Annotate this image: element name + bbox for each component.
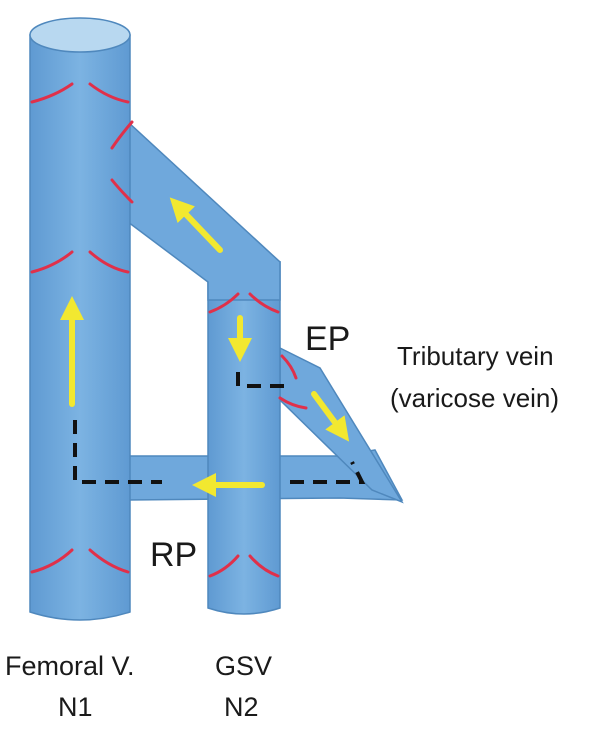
femoral-valves [30, 82, 130, 574]
tributary-valves [278, 354, 308, 410]
circuit-ep [236, 372, 288, 388]
flow-arrow-junction [169, 197, 223, 253]
valve [30, 250, 74, 274]
valve [280, 354, 298, 380]
valve [30, 548, 74, 574]
valve [88, 548, 130, 574]
saphenofemoral-junction [127, 120, 281, 301]
gsv-label: GSV [215, 651, 273, 681]
valve [88, 250, 130, 274]
valve [278, 396, 308, 410]
gsv-network-label: N2 [224, 692, 259, 722]
femoral-vein-label: Femoral V. [5, 651, 135, 681]
flow-arrow-tributary [311, 391, 350, 442]
valve [248, 554, 280, 578]
tributary-label-line2: (varicose vein) [390, 383, 560, 413]
junction-valves [110, 120, 134, 204]
circuit-femoral [73, 420, 162, 484]
valve [110, 178, 134, 204]
femoral-vein-top [29, 17, 131, 53]
flow-arrows [60, 197, 350, 497]
valve [110, 120, 134, 150]
great-saphenous-vein [207, 261, 281, 615]
gsv-valves [208, 292, 280, 578]
valve [208, 554, 240, 578]
escape-point-label: EP [305, 320, 351, 358]
circuit-path [73, 372, 366, 484]
valve [88, 82, 130, 104]
femoral-network-label: N1 [58, 692, 93, 722]
valve [30, 82, 74, 104]
tributary-label-line1: Tributary vein [397, 341, 554, 371]
valve [248, 292, 280, 314]
femoral-vein [29, 34, 131, 621]
circuit-bottom [290, 461, 366, 484]
valve [208, 292, 240, 314]
reentry-point-label: RP [150, 536, 198, 574]
